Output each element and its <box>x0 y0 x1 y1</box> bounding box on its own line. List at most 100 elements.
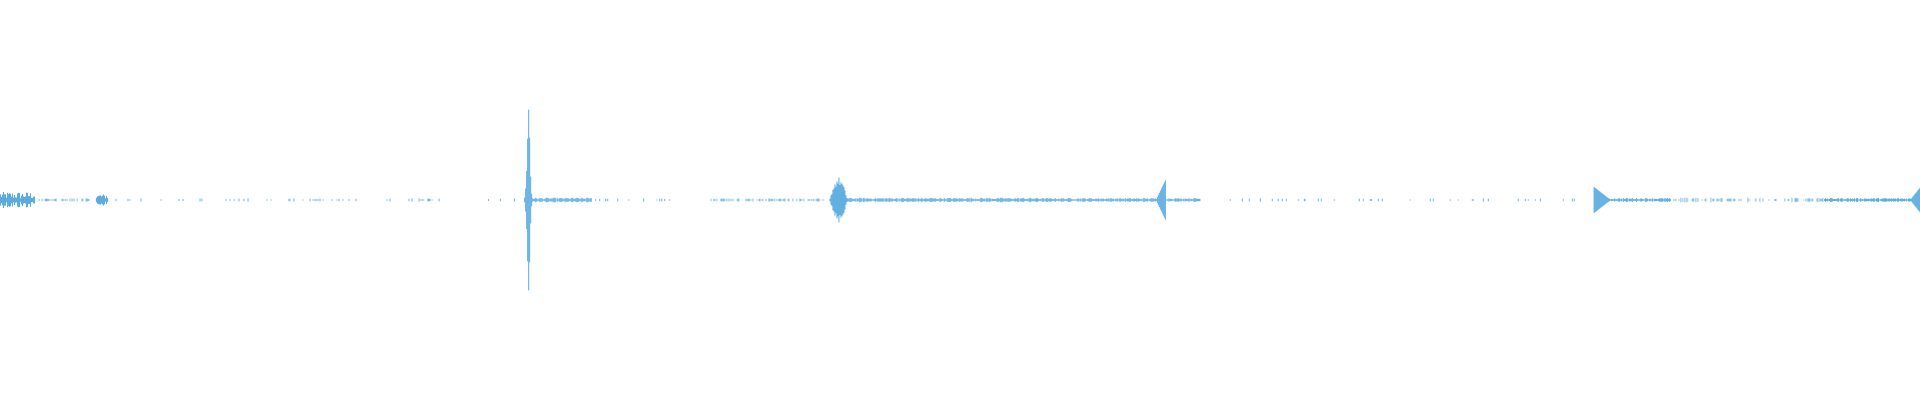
waveform-bar <box>1860 198 1861 202</box>
waveform-bar <box>1628 198 1630 202</box>
waveform-bar <box>537 199 539 201</box>
waveform-bar <box>993 199 995 201</box>
waveform-bar <box>1082 198 1084 202</box>
waveform-bar <box>1807 198 1809 202</box>
waveform-bar <box>1906 198 1907 202</box>
waveform-bar <box>1598 190 1600 210</box>
waveform-bar <box>1063 198 1065 202</box>
waveform-bar <box>1870 198 1871 202</box>
waveform-bar <box>1143 198 1145 202</box>
waveform-bar <box>1787 199 1789 201</box>
waveform-bar <box>1126 198 1128 202</box>
waveform-bar <box>1859 199 1860 201</box>
waveform-bar <box>8 194 9 206</box>
waveform-bar <box>833 188 835 212</box>
waveform-bar <box>160 199 162 201</box>
waveform-bar <box>1727 198 1729 202</box>
waveform-bar <box>64 198 66 202</box>
waveform-bar <box>1917 190 1919 210</box>
waveform-bar <box>849 197 851 203</box>
waveform-bar <box>1833 198 1834 202</box>
waveform-bar <box>528 109 530 291</box>
waveform-bar <box>1836 198 1837 202</box>
waveform-bar <box>96 197 97 203</box>
waveform-bar <box>1619 199 1621 201</box>
waveform-bar <box>1705 198 1707 202</box>
waveform-bar <box>1855 199 1856 201</box>
waveform-bar <box>1127 198 1129 202</box>
waveform-bar <box>980 197 982 203</box>
waveform-bar <box>1868 198 1869 202</box>
waveform-bar <box>1664 198 1666 202</box>
waveform-bar <box>1025 198 1027 202</box>
waveform-bar <box>1784 198 1786 202</box>
waveform-bar <box>1038 199 1040 201</box>
waveform-bar <box>985 198 987 202</box>
waveform-bar <box>1842 198 1843 202</box>
waveform-bar <box>30 193 31 207</box>
waveform-bar <box>1872 198 1873 202</box>
waveform-bar <box>422 199 424 201</box>
waveform-bar <box>1067 198 1069 202</box>
waveform-bar <box>1606 197 1608 203</box>
waveform-bar <box>949 197 951 203</box>
waveform-bar <box>816 198 818 202</box>
waveform-bar <box>289 199 291 201</box>
waveform-bar <box>1839 199 1840 201</box>
waveform-bar <box>843 186 845 214</box>
waveform-bar <box>525 188 527 212</box>
waveform-bar <box>1668 198 1670 202</box>
waveform-bar <box>1904 198 1905 202</box>
waveform-bar <box>1193 198 1195 202</box>
waveform-bar <box>891 198 893 202</box>
waveform-bar <box>1119 198 1121 202</box>
waveform-bar <box>1024 199 1026 201</box>
waveform-bar <box>1845 199 1846 201</box>
waveform-bar <box>844 190 846 210</box>
waveform-bar <box>1094 198 1096 202</box>
waveform-bar <box>953 197 955 203</box>
waveform-bar <box>1747 197 1749 203</box>
waveform-bar <box>595 199 597 201</box>
waveform-bar <box>302 199 304 201</box>
waveform-bar <box>792 198 794 202</box>
waveform-bar <box>1662 199 1664 201</box>
waveform-bar <box>1065 198 1067 202</box>
waveform-bar <box>942 199 944 201</box>
waveform-bar <box>920 197 922 203</box>
waveform-bar <box>1059 198 1061 202</box>
waveform-bar <box>1686 197 1688 203</box>
waveform-bar <box>1624 198 1626 202</box>
waveform-bar <box>599 198 601 202</box>
waveform-bar <box>1701 199 1703 201</box>
waveform-bar <box>7 192 8 208</box>
waveform-bar <box>2 194 3 206</box>
waveform-bar <box>1660 198 1662 202</box>
waveform-bar <box>937 199 939 201</box>
waveform-bar <box>1890 198 1891 202</box>
waveform-bar <box>884 198 886 202</box>
waveform-bar <box>952 198 954 202</box>
waveform-bar <box>562 198 564 202</box>
waveform-bar <box>1602 194 1604 206</box>
waveform-bar <box>656 199 658 201</box>
waveform-bar <box>832 189 834 211</box>
waveform-bar <box>47 199 49 201</box>
waveform-bar <box>1100 198 1102 202</box>
waveform-bar <box>984 199 986 201</box>
waveform-bar <box>550 198 552 202</box>
waveform-bar <box>1176 199 1178 201</box>
waveform-bar <box>1131 198 1133 202</box>
waveform-bar <box>913 198 915 202</box>
waveform-bar <box>1905 199 1906 201</box>
waveform-bar <box>575 197 577 203</box>
waveform-bar <box>45 198 47 202</box>
waveform-bar <box>957 199 959 201</box>
waveform-bar <box>1838 198 1839 202</box>
waveform-bar <box>1055 199 1057 201</box>
waveform-bar <box>1819 198 1821 202</box>
waveform-bar <box>756 199 758 201</box>
waveform-bar <box>1169 199 1171 201</box>
waveform-bar <box>1755 198 1757 202</box>
